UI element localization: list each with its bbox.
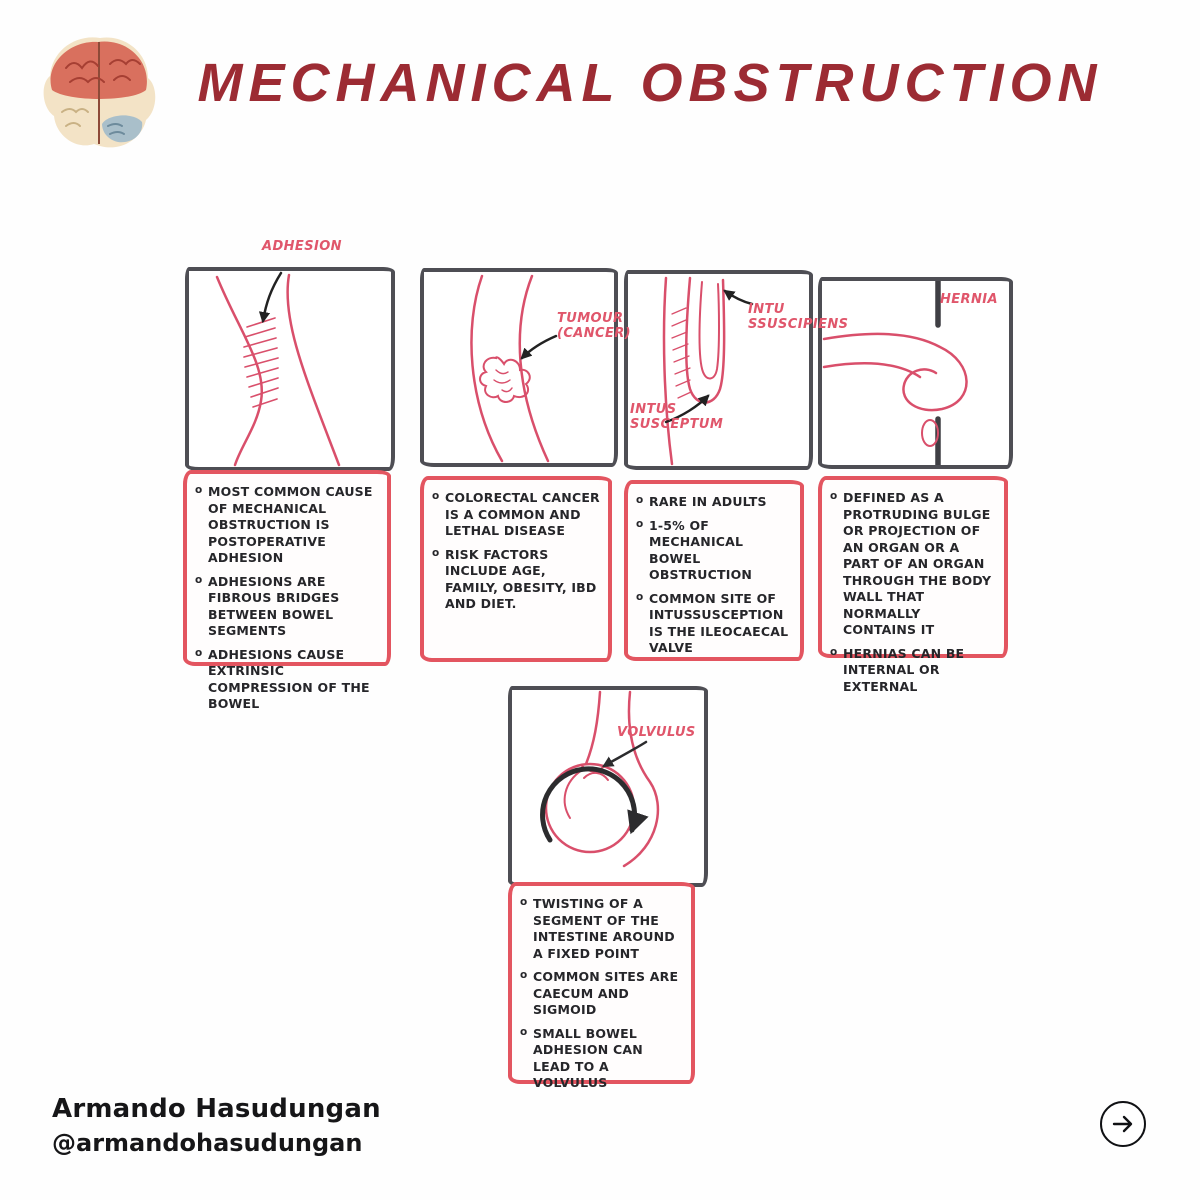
page-title: MECHANICAL OBSTRUCTION — [197, 53, 1103, 113]
note-item: RISK FACTORS INCLUDE AGE, FAMILY, OBESIT… — [432, 547, 600, 613]
note-item: MOST COMMON CAUSE OF MECHANICAL OBSTRUCT… — [195, 484, 379, 567]
note-item: HERNIAS CAN BE INTERNAL OR EXTERNAL — [830, 646, 996, 696]
note-item: RARE IN ADULTS — [636, 494, 792, 511]
adhesion-notes-box: MOST COMMON CAUSE OF MECHANICAL OBSTRUCT… — [183, 470, 391, 711]
arrow-right-icon — [1112, 1115, 1133, 1133]
volvulus-label: VOLVULUS — [617, 725, 696, 740]
intussusception-sketch — [624, 270, 813, 470]
note-item: SMALL BOWEL ADHESION CAN LEAD TO A VOLVU… — [520, 1026, 683, 1092]
note-item: TWISTING OF A SEGMENT OF THE INTESTINE A… — [520, 896, 683, 962]
note-item: DEFINED AS A PROTRUDING BULGE OR PROJECT… — [830, 490, 996, 639]
tumour-notes-box: COLORECTAL CANCER IS A COMMON AND LETHAL… — [420, 476, 612, 662]
note-item: ADHESIONS CAUSE EXTRINSIC COMPRESSION OF… — [195, 647, 379, 713]
intussuscepiens-label: INTU SSUSCIPIENS — [748, 302, 849, 332]
adhesion-sketch — [185, 267, 395, 471]
tumour-sketch — [420, 268, 618, 467]
intussusception-notes-list: RARE IN ADULTS 1-5% OF MECHANICAL BOWEL … — [636, 494, 792, 657]
note-item: ADHESIONS ARE FIBROUS BRIDGES BETWEEN BO… — [195, 574, 379, 640]
hernia-notes-box: DEFINED AS A PROTRUDING BULGE OR PROJECT… — [818, 476, 1008, 694]
note-item: 1-5% OF MECHANICAL BOWEL OBSTRUCTION — [636, 518, 792, 584]
note-item: COMMON SITES ARE CAECUM AND SIGMOID — [520, 969, 683, 1019]
tumour-label: TUMOUR (CANCER) — [557, 311, 631, 341]
author-name: Armando Hasudungan — [52, 1094, 381, 1124]
brain-logo-icon — [36, 28, 164, 160]
tumour-notes-list: COLORECTAL CANCER IS A COMMON AND LETHAL… — [432, 490, 600, 613]
next-arrow-button[interactable] — [1100, 1101, 1146, 1147]
volvulus-notes-list: TWISTING OF A SEGMENT OF THE INTESTINE A… — [520, 896, 683, 1092]
intussusception-notes-box: RARE IN ADULTS 1-5% OF MECHANICAL BOWEL … — [624, 480, 804, 661]
volvulus-sketch — [508, 686, 708, 887]
adhesion-notes-list: MOST COMMON CAUSE OF MECHANICAL OBSTRUCT… — [195, 484, 379, 713]
hernia-sketch — [818, 277, 1013, 469]
footer: Armando Hasudungan @armandohasudungan — [52, 1094, 381, 1157]
hernia-label: HERNIA — [940, 292, 998, 307]
note-item: COLORECTAL CANCER IS A COMMON AND LETHAL… — [432, 490, 600, 540]
author-handle: @armandohasudungan — [52, 1129, 363, 1157]
adhesion-label: ADHESION — [262, 239, 342, 254]
note-item: COMMON SITE OF INTUSSUSCEPTION IS THE IL… — [636, 591, 792, 657]
volvulus-notes-box: TWISTING OF A SEGMENT OF THE INTESTINE A… — [508, 882, 695, 1090]
hernia-notes-list: DEFINED AS A PROTRUDING BULGE OR PROJECT… — [830, 490, 996, 695]
intussusceptum-label: INTUS SUSCEPTUM — [630, 402, 724, 432]
